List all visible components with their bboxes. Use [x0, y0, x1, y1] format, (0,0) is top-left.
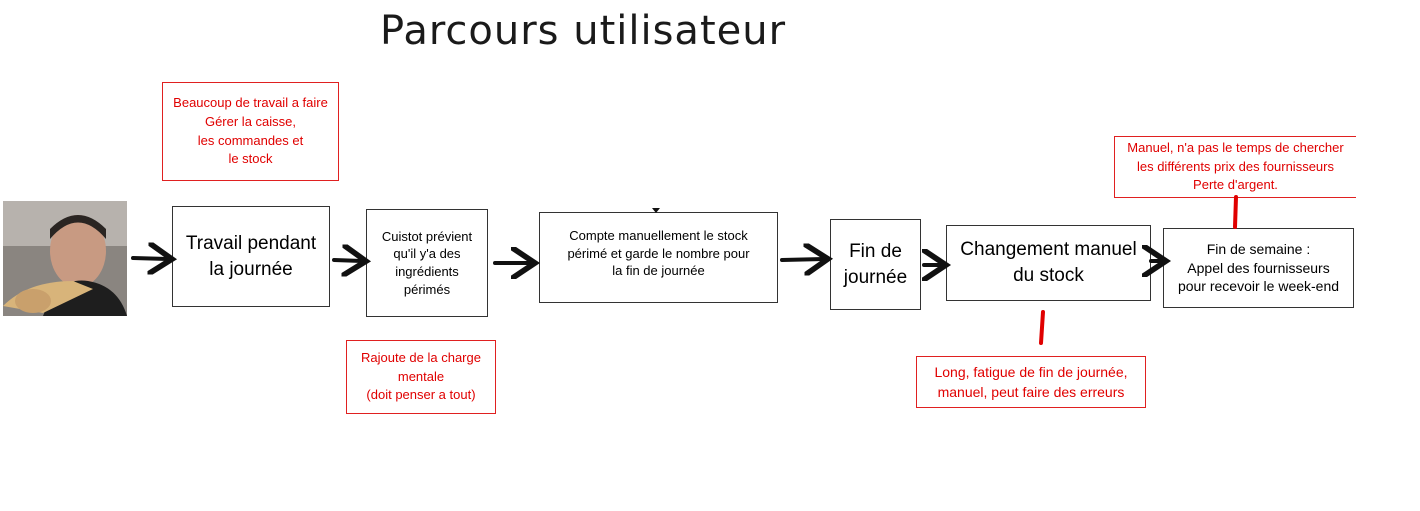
connector-step6-pain — [1233, 195, 1238, 229]
pain-point-workload: Beaucoup de travail a faire Gérer la cai… — [162, 82, 339, 181]
pain-point-mental-load: Rajoute de la charge mentale (doit pense… — [346, 340, 496, 414]
step-manual-stock-count: Compte manuellement le stock périmé et g… — [539, 212, 778, 303]
small-triangle-marker — [652, 208, 660, 213]
pain-point-supplier-prices: Manuel, n'a pas le temps de chercher les… — [1114, 136, 1356, 198]
step-end-of-day: Fin de journée — [830, 219, 921, 310]
step-weekend-supplier-call: Fin de semaine : Appel des fournisseurs … — [1163, 228, 1354, 308]
connector-step5-pain — [1039, 310, 1045, 345]
pain-point-errors: Long, fatigue de fin de journée, manuel,… — [916, 356, 1146, 408]
arrow-photo-to-step1 — [131, 258, 168, 259]
arrow-step1-to-step2 — [332, 260, 362, 261]
arrow-step3-to-step4 — [780, 259, 824, 260]
step-manual-stock-change: Changement manuel du stock — [946, 225, 1151, 301]
persona-photo — [3, 201, 127, 316]
diagram-title: Parcours utilisateur — [380, 8, 787, 54]
step-cook-warns-expired: Cuistot prévient qu'il y'a des ingrédien… — [366, 209, 488, 317]
